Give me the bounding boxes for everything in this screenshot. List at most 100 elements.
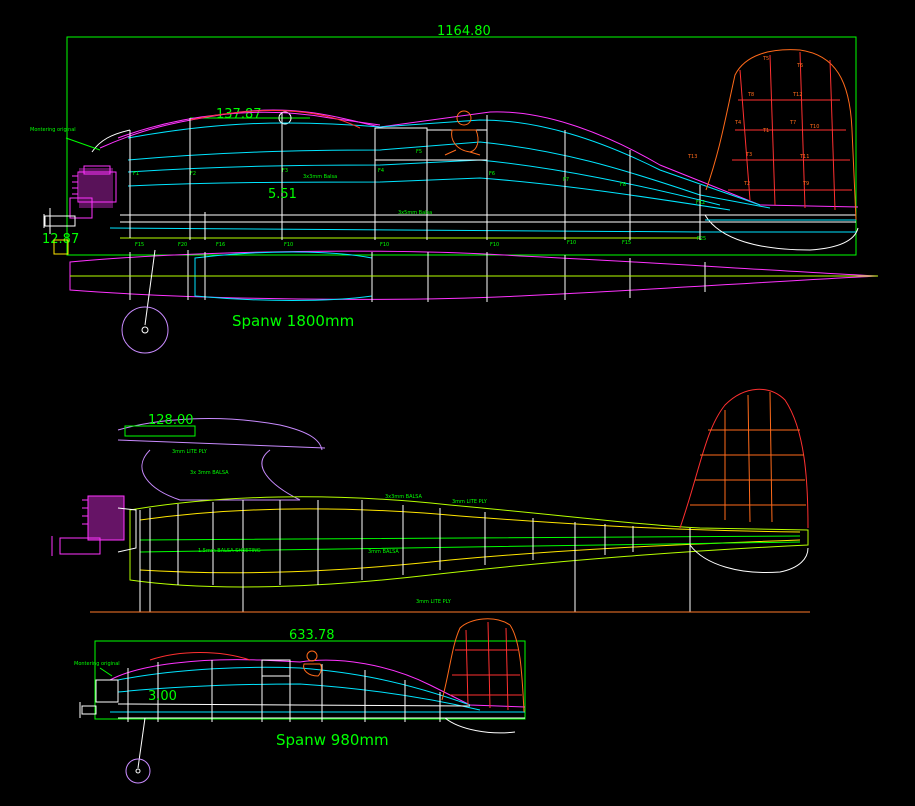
- engine-block-2: [88, 496, 124, 540]
- middle-structure-view: 128.00 3mm LITE PLY 3x 3mm BALSA: [51, 388, 810, 613]
- wheel: [121, 306, 169, 354]
- engine-fill: [79, 168, 113, 208]
- firewall: [117, 507, 137, 553]
- fuselage-bottom-line: [109, 227, 856, 233]
- nose-arc: [91, 129, 131, 153]
- wing-note-2: 3x 3mm BALSA: [190, 470, 229, 476]
- svg-text:T3: T3: [745, 152, 752, 158]
- svg-text:F20: F20: [178, 242, 187, 248]
- svg-text:F15: F15: [135, 242, 144, 248]
- span-label-large: Spanw 1800mm: [232, 312, 354, 330]
- svg-text:F6: F6: [489, 171, 495, 177]
- engine: [69, 165, 117, 219]
- tail-bottom-2: [689, 544, 809, 573]
- svg-text:F10: F10: [490, 242, 499, 248]
- side-note-2: 3mm BALSA: [368, 549, 399, 555]
- svg-text:F5: F5: [416, 149, 422, 155]
- top-note: 3x3mm BALSA: [385, 494, 423, 500]
- svg-text:T4: T4: [734, 120, 741, 126]
- turtledeck-line-4: [127, 177, 731, 211]
- svg-text:F1: F1: [133, 171, 139, 177]
- svg-text:T8: T8: [747, 92, 754, 98]
- svg-text:F16: F16: [216, 242, 225, 248]
- small-tail-bottom: [444, 717, 516, 734]
- top-note-2: 3mm LITE PLY: [452, 499, 488, 505]
- spinner-box: [53, 239, 69, 255]
- small-top-outline: [109, 659, 526, 708]
- gear-strut: [144, 249, 156, 326]
- upper-longeron: [139, 508, 801, 533]
- small-gear-strut: [137, 717, 146, 769]
- small-deck-2: [117, 683, 481, 711]
- small-overall-dimension: 633.78: [289, 628, 335, 643]
- cockpit-opening: [374, 127, 428, 161]
- cockpit-seat-area: [426, 129, 488, 161]
- mount-note: Montering original: [30, 127, 76, 133]
- svg-text:T13: T13: [687, 154, 697, 160]
- svg-text:F2: F2: [190, 171, 196, 177]
- stringer-note: 3x3mm Balsa: [303, 174, 337, 180]
- small-mount-leader: [99, 667, 113, 677]
- small-dimension-box: [94, 640, 526, 720]
- small-wheel: [125, 758, 151, 784]
- svg-text:F7: F7: [563, 177, 569, 183]
- svg-text:T6: T6: [796, 63, 803, 69]
- svg-text:T2: T2: [743, 181, 750, 187]
- canopy-marker: [278, 111, 292, 125]
- canopy-red-outline: [189, 110, 361, 129]
- bottom-note: 3x5mm Balsa: [398, 210, 432, 216]
- small-wheel-hub: [135, 768, 141, 774]
- wing-dimension: 128.00: [148, 413, 194, 428]
- base-note: 3mm LITE PLY: [416, 599, 452, 605]
- svg-text:F10: F10: [567, 240, 576, 246]
- wheel-hub: [141, 326, 149, 334]
- svg-text:F12: F12: [696, 200, 705, 206]
- small-cockpit: [261, 659, 291, 677]
- svg-text:T9: T9: [802, 181, 809, 187]
- wing-chord-line: [117, 439, 326, 449]
- wing-dim-box: [124, 425, 196, 437]
- spinner-prop: [43, 208, 76, 234]
- fuselage-side-outline: [129, 496, 809, 588]
- mount-leader: [65, 137, 101, 151]
- svg-text:F25: F25: [697, 236, 706, 242]
- fuselage-plan-outline: [69, 250, 879, 300]
- tail-fin-2: [679, 388, 809, 529]
- turtledeck-line-1: [127, 119, 761, 206]
- top-overall-dimension: 1164.80: [437, 24, 491, 39]
- svg-text:T12: T12: [792, 92, 802, 98]
- wing-pylon: [141, 449, 301, 501]
- small-canopy: [149, 652, 251, 661]
- mid-dimension: 5.51: [268, 187, 297, 202]
- svg-text:F4: F4: [378, 168, 384, 174]
- small-deck-1: [117, 666, 471, 706]
- pilot-figure: [444, 110, 481, 156]
- svg-text:T1: T1: [762, 128, 769, 134]
- wing-top-outline: [117, 418, 323, 451]
- lower-longeron: [139, 539, 801, 574]
- small-mid-dimension: 3.00: [148, 689, 177, 704]
- svg-text:F15: F15: [622, 240, 631, 246]
- overall-dimension-box: [66, 36, 857, 256]
- top-side-profile: 1164.80 137.87: [30, 24, 879, 354]
- bottom-side-profile: 633.78 Montering original 3.00: [74, 618, 526, 784]
- svg-text:T11: T11: [799, 154, 809, 160]
- svg-text:F10: F10: [380, 242, 389, 248]
- side-note: 1.5mm BALSA SHEETING: [198, 548, 261, 554]
- turtledeck-line-2: [127, 141, 771, 209]
- small-engine: [79, 679, 119, 718]
- engine-2: [51, 495, 125, 556]
- svg-text:T5: T5: [762, 56, 769, 62]
- small-tail: [441, 618, 525, 713]
- svg-text:T10: T10: [809, 124, 819, 130]
- svg-text:F3: F3: [282, 168, 288, 174]
- small-mount-note: Montering original: [74, 661, 120, 667]
- svg-text:F8: F8: [620, 182, 626, 188]
- wing-note: 3mm LITE PLY: [172, 449, 208, 455]
- span-label-small: Spanw 980mm: [276, 731, 389, 749]
- svg-text:F10: F10: [284, 242, 293, 248]
- fuselage-top-outline: [99, 109, 859, 208]
- tail-bottom: [704, 214, 859, 251]
